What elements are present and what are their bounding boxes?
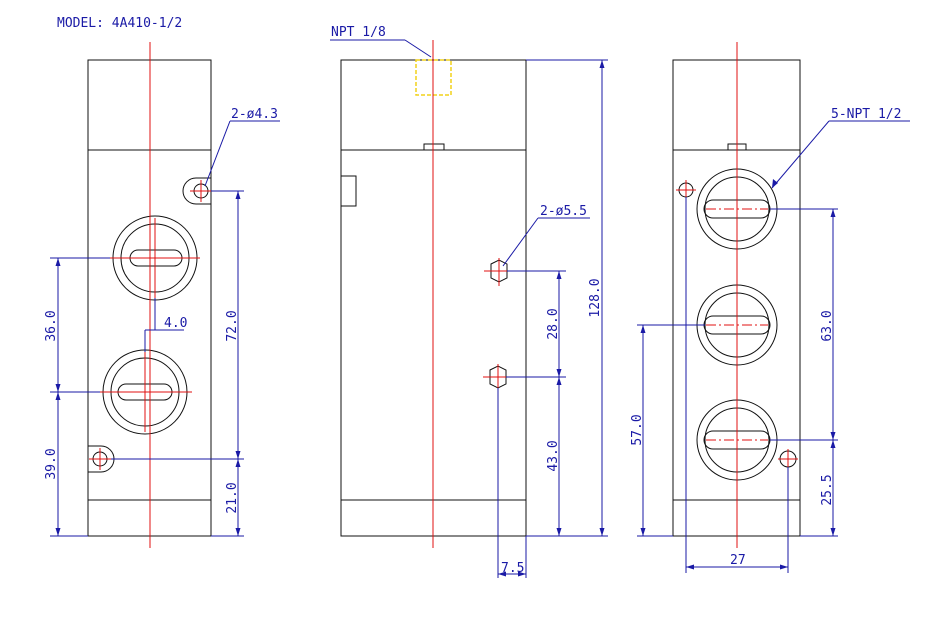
middle-top-nub — [423, 143, 445, 151]
leader-npt-1-8 — [404, 39, 432, 58]
model-label: MODEL: 4A410-1/2 — [57, 16, 182, 31]
leader-holes-4-3 — [204, 120, 231, 187]
leader-ports — [771, 120, 830, 189]
dim-43-label: 43.0 — [546, 440, 561, 471]
dim-128-label: 128.0 — [588, 278, 603, 317]
callout-holes-4-3: 2-ø4.3 — [231, 107, 278, 122]
left-centerlines — [89, 42, 212, 548]
middle-dimensions — [330, 39, 608, 578]
right-arrows — [640, 179, 836, 570]
dim-57-label: 57.0 — [630, 414, 645, 445]
left-arrows — [55, 191, 241, 536]
dim-28-label: 28.0 — [546, 308, 561, 339]
dim-4-label: 4.0 — [164, 316, 187, 331]
callout-ports-npt-1-2: 5-NPT 1/2 — [831, 107, 901, 122]
right-dimensions — [637, 120, 910, 573]
middle-centerlines — [432, 40, 514, 548]
dim-63-label: 63.0 — [820, 310, 835, 341]
leader-holes-5-5 — [502, 217, 539, 267]
callout-holes-5-5: 2-ø5.5 — [540, 204, 587, 219]
dim-7-5-label: 7.5 — [501, 561, 524, 576]
middle-side-tab — [340, 175, 357, 207]
dim-72-label: 72.0 — [225, 310, 240, 341]
dim-39-label: 39.0 — [44, 448, 59, 479]
middle-arrows — [498, 60, 605, 577]
callout-npt-1-8: NPT 1/8 — [331, 25, 386, 40]
dim-21-label: 21.0 — [225, 482, 240, 513]
right-centerlines — [676, 42, 798, 548]
dim-25-5-label: 25.5 — [820, 474, 835, 505]
dim-27-label: 27 — [730, 553, 746, 568]
dim-36-label: 36.0 — [44, 310, 59, 341]
left-top-hole-tab — [182, 177, 211, 205]
